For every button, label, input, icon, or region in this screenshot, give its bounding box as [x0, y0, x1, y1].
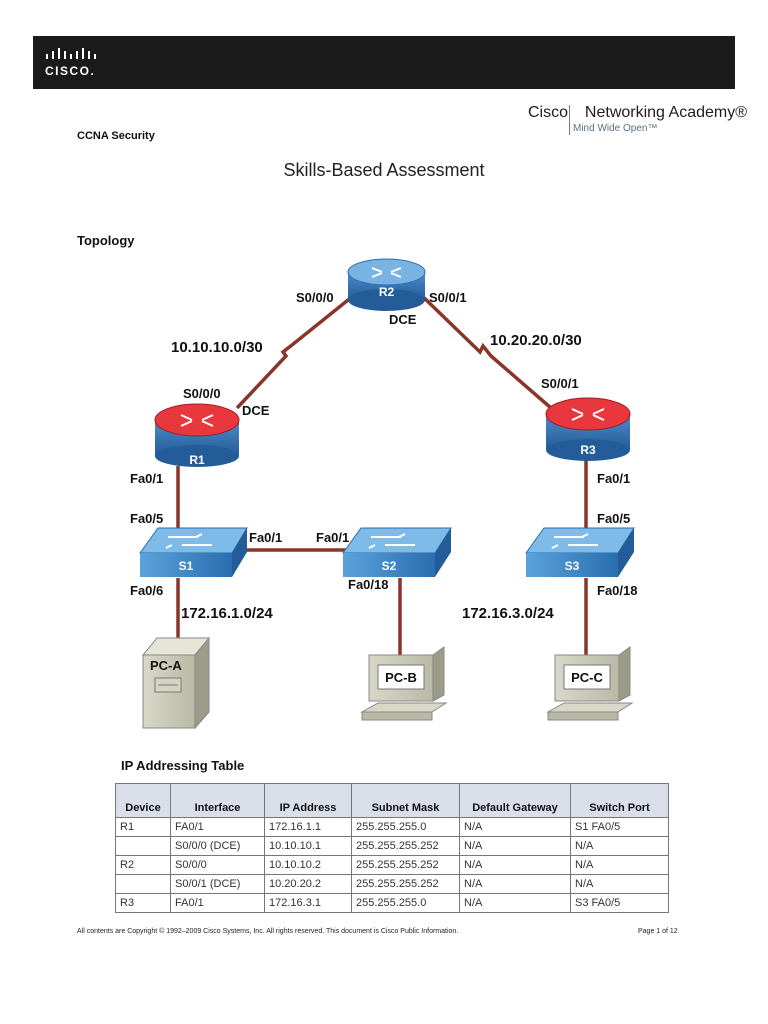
network-links	[176, 290, 588, 655]
cell-interface: S0/0/0 (DCE)	[170, 836, 265, 856]
cell-switch-port: N/A	[570, 855, 669, 875]
r3-label: R3	[580, 443, 596, 457]
s2-fa01-label: Fa0/1	[316, 530, 349, 545]
cell-interface: S0/0/0	[170, 855, 265, 875]
table-row: R1 FA0/1 172.16.1.1 255.255.255.0 N/A S1…	[115, 817, 669, 837]
pc-c-icon	[546, 646, 634, 721]
cell-interface: FA0/1	[170, 893, 265, 913]
router-r2-icon	[347, 258, 426, 311]
page-title: Skills-Based Assessment	[283, 160, 485, 180]
copyright-footer: All contents are Copyright © 1992–2009 C…	[77, 928, 459, 935]
link-r2-r3	[416, 290, 553, 410]
router-r3-icon	[545, 397, 631, 461]
pc-b-icon	[360, 646, 448, 721]
cell-gateway: N/A	[459, 874, 571, 894]
academy-title: Networking Academy®	[584, 104, 747, 121]
r1-label: R1	[189, 453, 205, 467]
cell-ip: 10.20.20.2	[264, 874, 352, 894]
pc-b-label: PC-B	[385, 670, 417, 685]
cell-device	[115, 874, 171, 894]
course-name: CCNA Security	[77, 130, 155, 142]
r1-dce-label: DCE	[242, 403, 270, 418]
r2-s001-label: S0/0/1	[429, 290, 467, 305]
network-172-16-1-0-label: 172.16.1.0/24	[181, 605, 273, 622]
s1-fa06-label: Fa0/6	[130, 583, 163, 598]
cell-interface: S0/0/1 (DCE)	[170, 874, 265, 894]
pc-c-label: PC-C	[571, 670, 603, 685]
cell-gateway: N/A	[459, 836, 571, 856]
cell-mask: 255.255.255.252	[351, 874, 460, 894]
table-row: S0/0/0 (DCE) 10.10.10.1 255.255.255.252 …	[115, 836, 669, 856]
cell-gateway: N/A	[459, 817, 571, 837]
s3-label: S3	[565, 559, 580, 573]
academy-divider	[569, 105, 570, 135]
network-10-10-10-0-label: 10.10.10.0/30	[171, 339, 263, 356]
col-default-gateway: Default Gateway	[459, 783, 571, 818]
table-row: S0/0/1 (DCE) 10.20.20.2 255.255.255.252 …	[115, 874, 669, 894]
cisco-logo-icon	[46, 48, 96, 59]
cell-gateway: N/A	[459, 893, 571, 913]
s1-label: S1	[179, 559, 194, 573]
cell-switch-port: S3 FA0/5	[570, 893, 669, 913]
cisco-logo-text: CISCO.	[45, 64, 96, 78]
col-interface: Interface	[170, 783, 265, 818]
networking-academy-logo: Cisco Networking Academy® Mind Wide Open…	[528, 104, 747, 138]
cell-switch-port: N/A	[570, 874, 669, 894]
switch-s1-icon	[139, 527, 248, 577]
ip-table-heading: IP Addressing Table	[121, 758, 245, 773]
switch-s3-icon	[525, 527, 635, 577]
s1-fa05-label: Fa0/5	[130, 511, 163, 526]
r3-fa01-label: Fa0/1	[597, 471, 630, 486]
page-number: Page 1 of 12	[638, 928, 678, 935]
r1-fa01-label: Fa0/1	[130, 471, 163, 486]
topology-diagram: R2 R1 R3 S1 S2 S3	[130, 258, 637, 730]
pc-a-icon	[141, 636, 211, 730]
s3-fa018-label: Fa0/18	[597, 583, 637, 598]
cell-device: R1	[115, 817, 171, 837]
r2-label: R2	[379, 285, 395, 299]
r3-s001-label: S0/0/1	[541, 376, 579, 391]
r2-s000-label: S0/0/0	[296, 290, 334, 305]
s2-label: S2	[382, 559, 397, 573]
pc-a-label: PC-A	[150, 658, 182, 673]
topology-heading: Topology	[77, 233, 135, 248]
cell-ip: 10.10.10.1	[264, 836, 352, 856]
table-row: R2 S0/0/0 10.10.10.2 255.255.255.252 N/A…	[115, 855, 669, 875]
academy-brand: Cisco	[528, 104, 569, 121]
network-172-16-3-0-label: 172.16.3.0/24	[462, 605, 554, 622]
col-device: Device	[115, 783, 171, 818]
cell-mask: 255.255.255.252	[351, 836, 460, 856]
network-10-20-20-0-label: 10.20.20.0/30	[490, 332, 582, 349]
cell-mask: 255.255.255.252	[351, 855, 460, 875]
s1-fa01-label: Fa0/1	[249, 530, 282, 545]
r1-s000-label: S0/0/0	[183, 386, 221, 401]
cell-ip: 172.16.1.1	[264, 817, 352, 837]
col-subnet-mask: Subnet Mask	[351, 783, 460, 818]
table-header-row: Device Interface IP Address Subnet Mask …	[115, 783, 669, 818]
cell-mask: 255.255.255.0	[351, 893, 460, 913]
cell-device: R2	[115, 855, 171, 875]
router-r1-icon	[154, 403, 240, 467]
switch-s2-icon	[342, 527, 452, 577]
s2-fa018-label: Fa0/18	[348, 577, 388, 592]
header-banner: CISCO.	[33, 36, 735, 89]
ip-addressing-table: Device Interface IP Address Subnet Mask …	[115, 783, 669, 913]
link-r1-r2	[235, 290, 360, 410]
cell-mask: 255.255.255.0	[351, 817, 460, 837]
cell-ip: 172.16.3.1	[264, 893, 352, 913]
r2-dce-label: DCE	[389, 312, 417, 327]
table-row: R3 FA0/1 172.16.3.1 255.255.255.0 N/A S3…	[115, 893, 669, 913]
cell-device	[115, 836, 171, 856]
academy-tagline: Mind Wide Open™	[573, 123, 658, 134]
cell-device: R3	[115, 893, 171, 913]
s3-fa05-label: Fa0/5	[597, 511, 630, 526]
cell-interface: FA0/1	[170, 817, 265, 837]
cell-switch-port: N/A	[570, 836, 669, 856]
cell-switch-port: S1 FA0/5	[570, 817, 669, 837]
cell-gateway: N/A	[459, 855, 571, 875]
cell-ip: 10.10.10.2	[264, 855, 352, 875]
col-ip-address: IP Address	[264, 783, 352, 818]
col-switch-port: Switch Port	[570, 783, 669, 818]
